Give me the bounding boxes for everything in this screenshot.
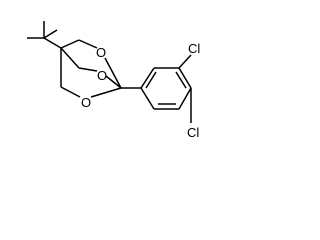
tert-butyl-group <box>27 21 62 49</box>
bond-o-middle-to-orthoester-carbon <box>105 75 122 89</box>
molecule-structure-diagram: O O O Cl Cl <box>27 21 200 140</box>
bond-tbu-to-bridgehead <box>43 37 62 49</box>
atom-label-cl-top: Cl <box>188 41 200 56</box>
ring-bond-4 <box>178 87 192 110</box>
atom-label-o-bottom: O <box>81 95 91 110</box>
bond-tbu-quaternary-to-methyl-right <box>43 29 58 39</box>
bond-ch2-middle-to-o-middle <box>78 67 98 72</box>
bond-o-top-to-orthoester-carbon <box>104 57 122 89</box>
ring-bond-6 <box>140 87 155 110</box>
atom-label-o-middle: O <box>97 68 107 83</box>
bond-bridgehead-to-ch2-middle <box>60 47 80 69</box>
bond-o-bottom-to-orthoester-carbon <box>90 87 122 98</box>
bond-ch2-top-to-o-top <box>78 39 98 49</box>
atom-label-o-top: O <box>96 45 106 60</box>
bond-ring-to-cl-top <box>178 54 192 69</box>
bicyclic-cage <box>60 39 122 98</box>
ring-bond-3 <box>178 67 192 89</box>
ring-double-bond-inner-1 <box>145 71 157 89</box>
chloro-substituent-bonds <box>178 54 192 123</box>
bond-ch2-bottom-to-o-bottom <box>60 86 81 98</box>
ring-double-bond-inner-3 <box>175 71 187 89</box>
atom-label-cl-bottom: Cl <box>187 125 199 140</box>
ring-bond-1 <box>140 67 155 89</box>
molecule-canvas: O O O Cl Cl <box>0 0 233 153</box>
benzene-ring <box>140 67 192 110</box>
bond-bridgehead-to-ch2-top <box>60 39 80 49</box>
